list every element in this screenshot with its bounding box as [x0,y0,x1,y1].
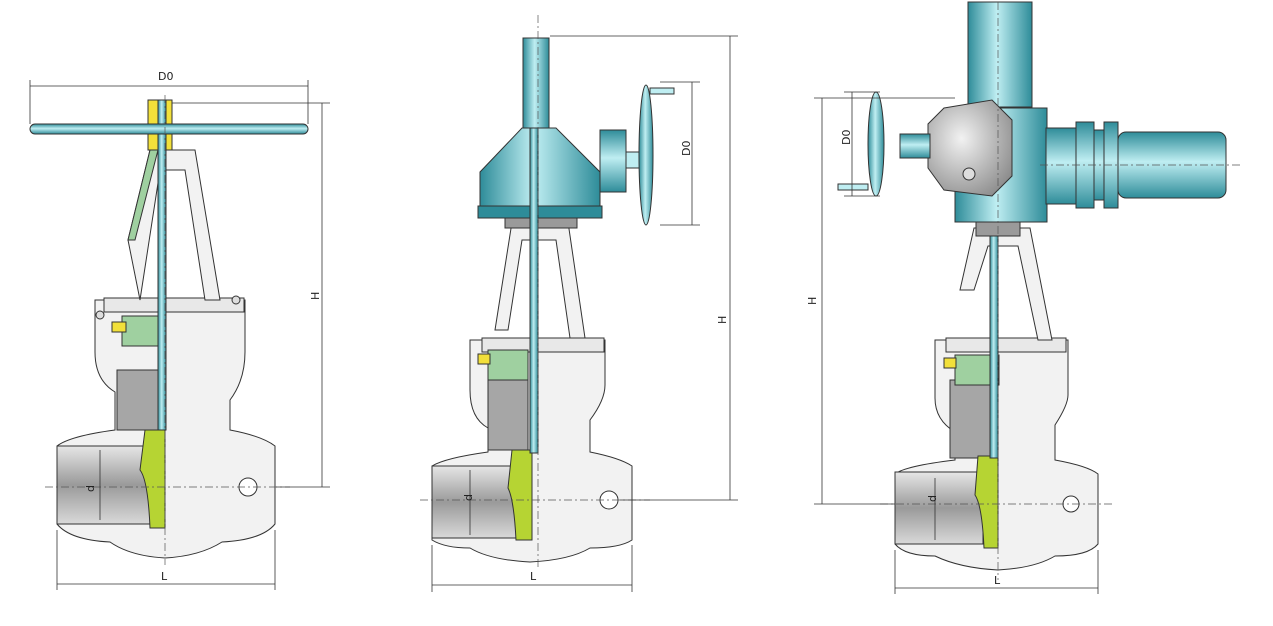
valve3-label-l: L [994,574,1001,587]
valve3-label-d0: D0 [840,130,853,145]
valve2-label-d: d [462,494,475,501]
valve1-label-l: L [161,570,168,583]
valve1-stem [157,99,167,431]
valve1-label-d: d [84,485,97,492]
valve1-pipe-end [56,445,156,525]
valve1-bonnet-flange [103,297,245,313]
valve2-stem [522,37,550,129]
valve-gear-operated: D0 H L d [420,15,738,592]
valve1-handwheel [29,123,309,135]
valve2-label-d0: D0 [680,141,693,156]
valve2-handwheel [638,84,654,226]
valve-handwheel: D0 H L d [29,70,330,590]
valve3-actuator-column [967,1,1033,108]
valve2-label-l: L [530,570,537,583]
valve2-gearbox [479,127,601,213]
valve1-label-d0: D0 [158,70,173,83]
valve1-seat [139,429,166,529]
valve3-pipe-end [894,471,984,545]
valve3-motor [1045,127,1077,205]
valve1-yoke [127,149,221,301]
valve-electric-actuator: D0 H L d [806,1,1240,594]
valve3-label-h: H [806,297,819,305]
valve1-label-h: H [309,292,322,300]
valve3-handwheel [867,91,885,197]
valve1-gate [116,369,166,431]
valve3-housing [927,99,1013,197]
valve2-label-h: H [716,316,729,324]
valve3-label-d: d [926,495,939,502]
